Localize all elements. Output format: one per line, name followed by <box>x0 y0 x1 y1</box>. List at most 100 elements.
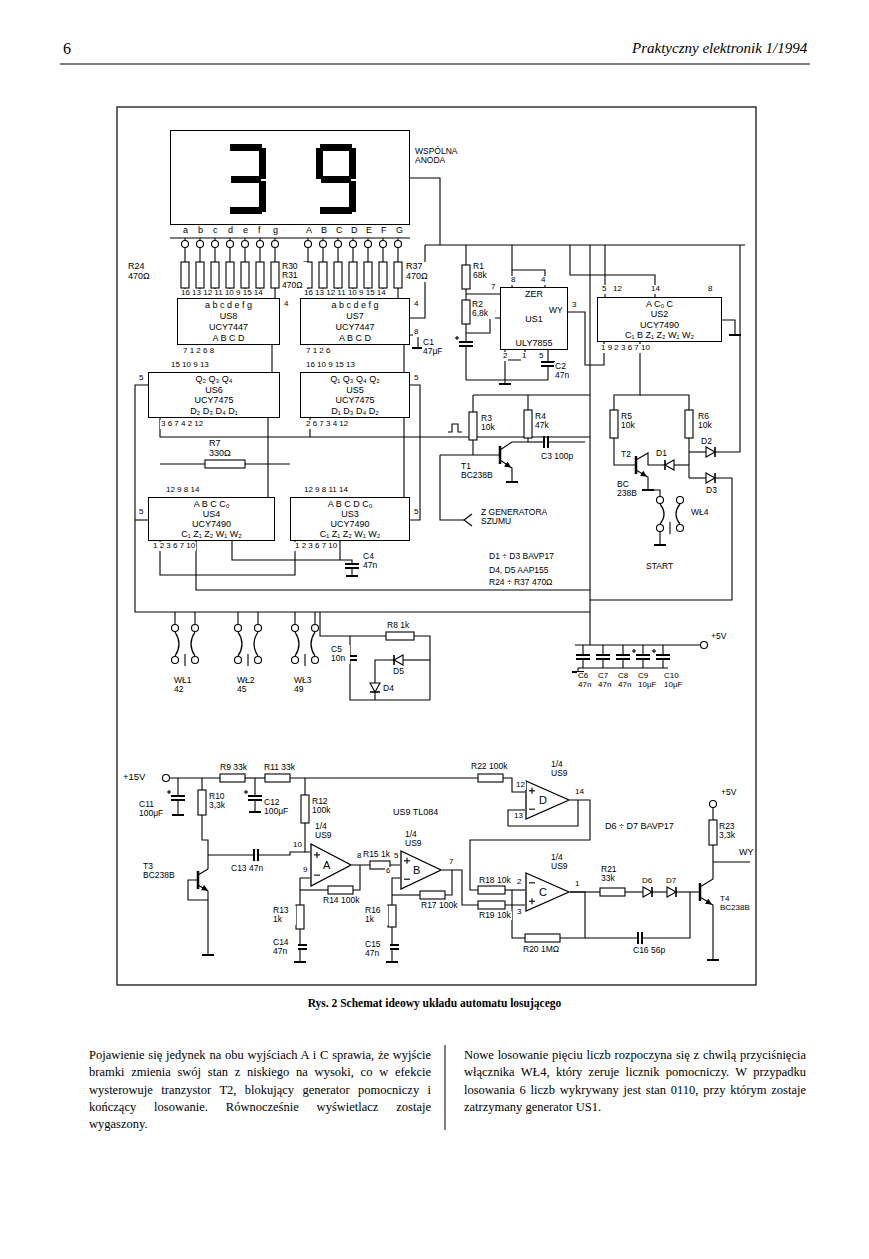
ic-text: UCY7490 <box>330 519 369 529</box>
wire <box>320 612 386 636</box>
terminal-circle <box>292 625 299 632</box>
terminal-circle <box>701 642 708 649</box>
terminal-circle <box>192 625 199 632</box>
opamp-outline <box>310 843 352 887</box>
ic-text: C₁ Z₁ Z₂ W₁ W₂ <box>320 529 381 539</box>
switch-symbol <box>254 632 258 656</box>
wire <box>512 890 525 938</box>
part-label: +5V <box>720 788 737 797</box>
terminal-circle <box>710 801 717 808</box>
ground-symbol <box>294 961 306 963</box>
part-label: WŁ3 49 <box>293 676 319 695</box>
diode-symbol <box>370 683 380 692</box>
wire <box>201 778 202 790</box>
pin-number: 14 <box>574 788 585 797</box>
part-label: C9 10μF <box>637 672 663 690</box>
ic-text: US4 <box>203 509 221 519</box>
pin-number: 4 <box>540 276 546 285</box>
pin-number: 1 <box>521 352 527 361</box>
ground-symbol <box>172 814 184 816</box>
terminal-circle <box>192 657 199 664</box>
wire <box>307 248 308 263</box>
pin-number: 7 <box>490 283 496 292</box>
pin-number: 5 <box>138 374 144 383</box>
switch-symbol <box>311 632 315 656</box>
part-label: 1/4 US9 <box>550 760 578 779</box>
wire <box>570 245 655 297</box>
part-label: R9 33k <box>219 763 248 772</box>
terminal-circle <box>657 525 664 532</box>
ic-text: ZER <box>525 289 543 299</box>
capacitor-symbol <box>576 654 590 656</box>
part-label: WŁ1 42 <box>173 676 199 695</box>
ic-text: UCY7475 <box>335 395 374 405</box>
part-label: T2 <box>620 450 632 459</box>
input-sign <box>529 882 535 883</box>
ic-text: UCY7447 <box>335 322 374 332</box>
terminal-circle <box>350 241 357 248</box>
wire <box>590 478 732 600</box>
pin-number: 3 <box>571 301 577 310</box>
part-label: R4 47k <box>534 412 560 431</box>
header-rule <box>60 63 810 64</box>
part-label: C14 47n <box>272 938 298 957</box>
part-label: R24 470Ω <box>127 262 159 282</box>
part-label: WY <box>738 848 755 858</box>
wire <box>391 927 392 945</box>
part-label: C7 47n <box>597 672 617 690</box>
pin-number: 16 13 12 11 10 9 15 14 <box>303 289 387 298</box>
resistor-symbol <box>525 934 560 942</box>
input-sign <box>404 879 410 880</box>
opamp-outline <box>311 844 351 886</box>
ic-text: US7 <box>346 311 364 321</box>
ground-symbol <box>506 481 518 483</box>
wire <box>352 248 353 263</box>
wire <box>375 660 390 680</box>
part-label: C2 47n <box>554 362 578 381</box>
part-label: T4 BC238B <box>719 895 755 913</box>
diode-symbol <box>665 460 674 470</box>
pin-number: 15 10 9 13 <box>170 361 210 370</box>
resistor-symbol <box>296 905 304 929</box>
pin-number: 10 <box>292 841 303 850</box>
switch-symbol <box>304 654 305 666</box>
wire-connector <box>403 345 404 372</box>
resistor-symbol <box>256 262 264 288</box>
terminal-circle <box>272 241 279 248</box>
resistor-symbol <box>462 300 470 324</box>
pin-number: 12 <box>612 285 623 294</box>
wire <box>406 659 430 660</box>
wire <box>547 366 548 380</box>
pin-number: 2 <box>516 878 522 887</box>
ic-text: a b c d e f g <box>331 300 378 310</box>
wire <box>547 350 548 362</box>
wire <box>528 441 544 442</box>
resistor-symbol <box>241 262 249 288</box>
opamp-outline <box>525 780 570 820</box>
part-label: R18 10k <box>478 876 512 885</box>
wire <box>445 870 452 895</box>
part-label: C6 47n <box>577 672 597 690</box>
part-label: 1/4 US9 <box>550 853 578 872</box>
resistor-symbol <box>478 886 505 894</box>
terminal-circle <box>163 775 170 782</box>
resistor-symbol <box>198 790 206 815</box>
resistor-symbol <box>211 262 219 288</box>
wire <box>258 852 305 855</box>
wire <box>184 248 185 263</box>
terminal-circle <box>335 241 342 248</box>
wire <box>351 568 352 576</box>
wire <box>410 178 440 245</box>
ground-symbol <box>386 961 398 963</box>
ic-text: C₁ B Z₁ Z₂ W₁ W₂ <box>625 330 694 340</box>
resistor-symbol <box>328 886 353 894</box>
emitter-arrow <box>202 886 207 890</box>
wire <box>397 248 398 263</box>
wire <box>582 645 583 655</box>
wire <box>642 659 643 668</box>
part-label: WY <box>548 306 564 315</box>
ic-box: A B C C₀US4UCY7490C₁ Z₁ Z₂ W₁ W₂ <box>148 497 275 541</box>
part-label: BC 238B <box>616 480 640 499</box>
wire <box>500 442 528 450</box>
wire <box>299 949 300 962</box>
